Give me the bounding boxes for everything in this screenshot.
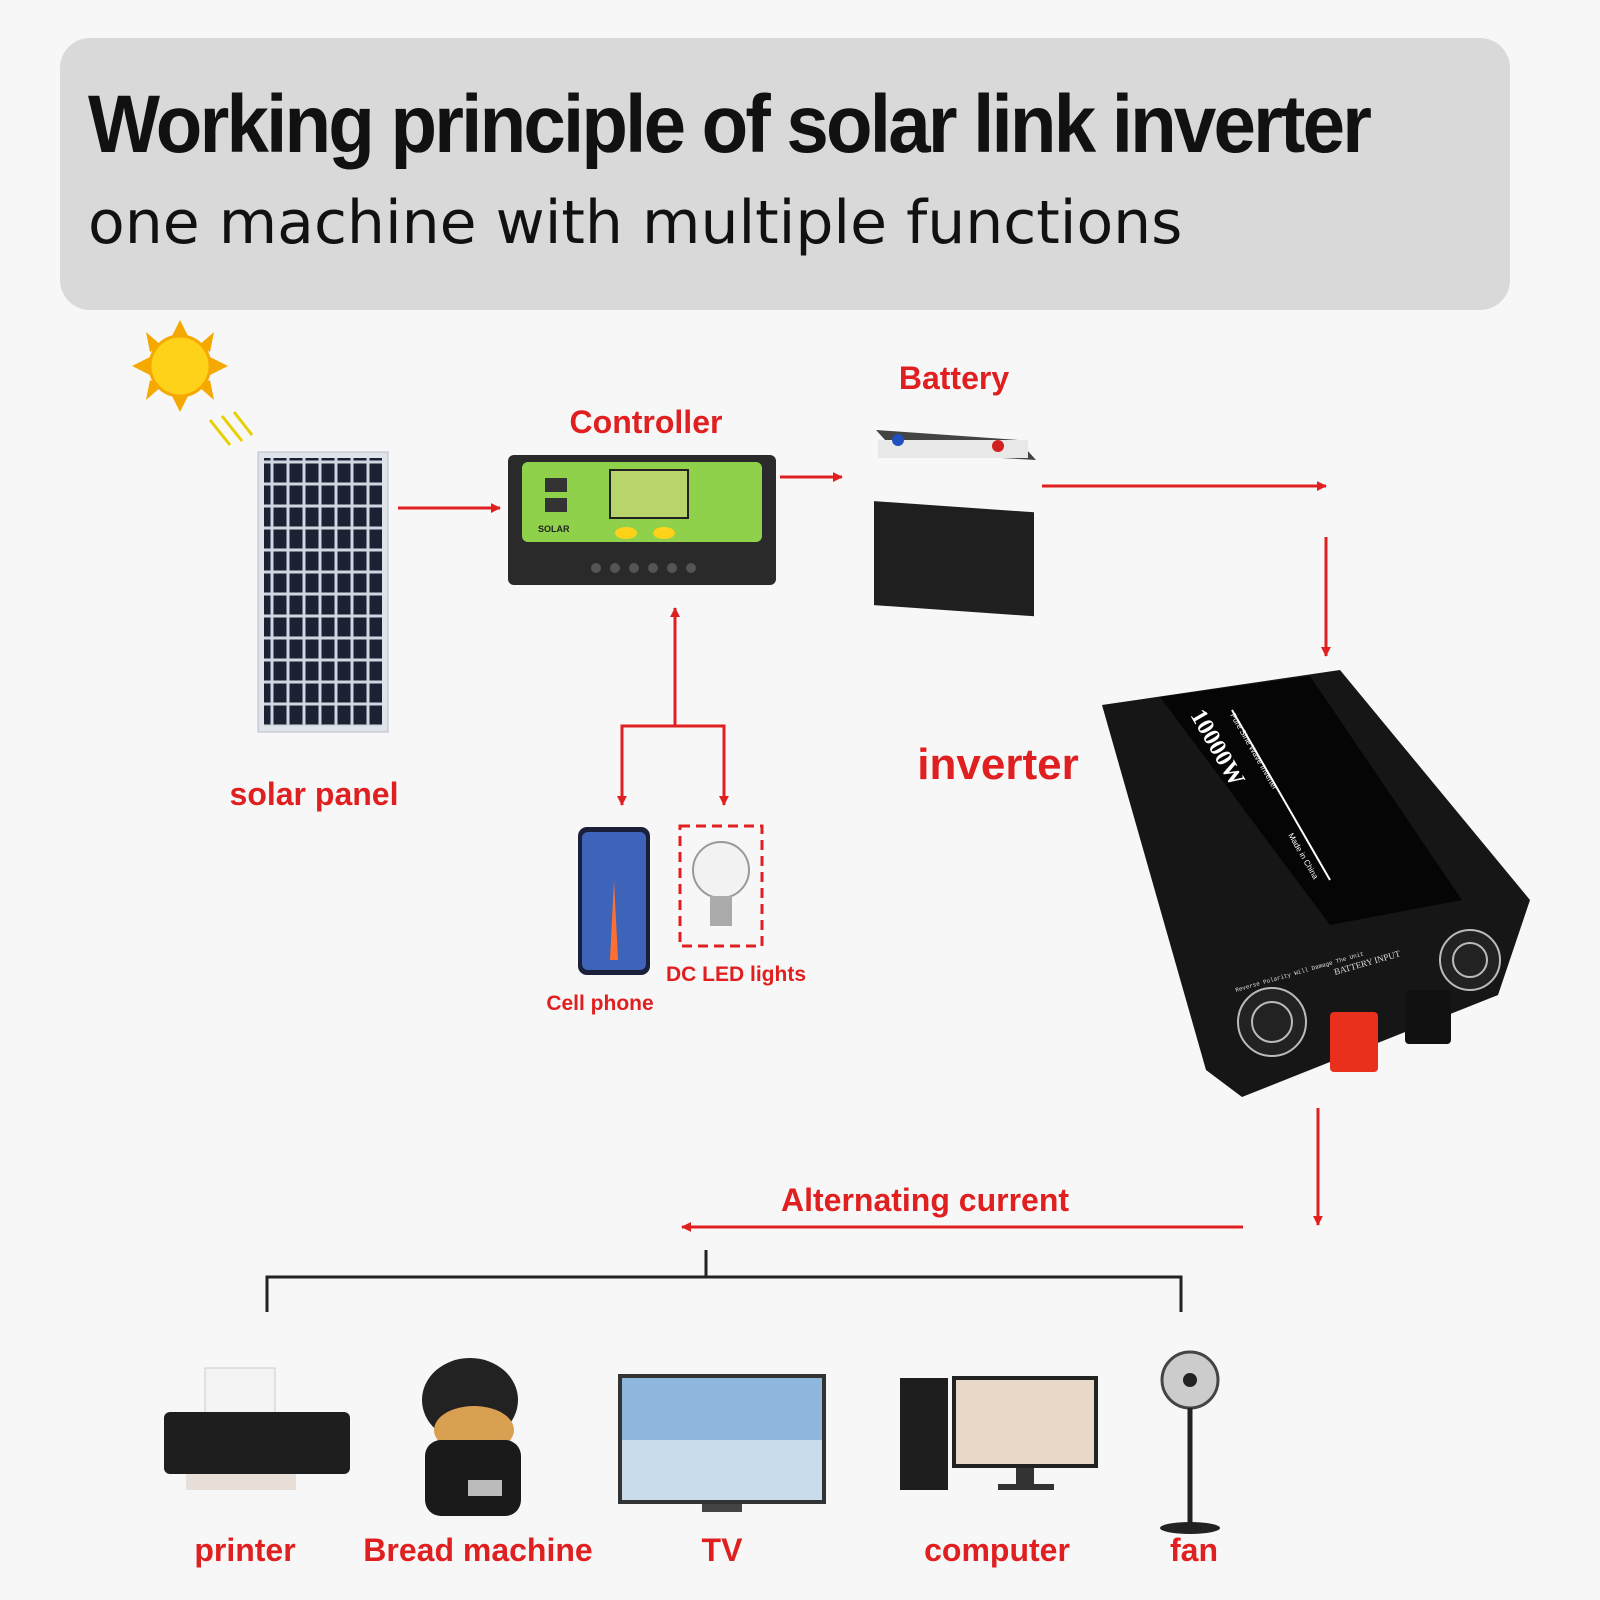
battery-label: Battery [898,360,1010,396]
inverter-image: 10000W Pure Sine Wave Inverter Made in C… [1102,670,1530,1097]
bread-machine-label: Bread machine [363,1532,593,1568]
cell-phone-image [578,827,650,975]
solar-panel-image [257,451,389,733]
controller-image: SOLAR [508,455,776,585]
flow-arrows [398,477,1326,1227]
controller-label: Controller [569,404,723,440]
alternating-current-label: Alternating current [780,1182,1070,1218]
page-subtitle: one machine with multiple functions [88,188,1183,258]
controller-brand: SOLAR [538,524,570,534]
page-title: Working principle of solar link inverter [88,79,1372,170]
computer-image [900,1376,1098,1490]
cell-phone-label: Cell phone [546,992,654,1015]
tv-label: TV [701,1532,743,1568]
ac-bus-line [265,1250,1183,1312]
tv-image [618,1374,826,1512]
printer-label: printer [194,1532,296,1568]
computer-label: computer [924,1532,1070,1568]
led-bulb-image [678,824,764,948]
fan-image [1160,1350,1220,1534]
inverter-label: inverter [917,740,1079,789]
header-banner: Working principle of solar link inverter… [60,38,1510,310]
solar-panel-label: solar panel [229,776,399,812]
dc-led-lights-label: DC LED lights [666,963,806,986]
sun-icon [132,320,254,446]
printer-image [164,1367,350,1490]
fan-label: fan [1170,1532,1218,1568]
bread-machine-image [422,1358,521,1516]
battery-image [874,430,1036,617]
